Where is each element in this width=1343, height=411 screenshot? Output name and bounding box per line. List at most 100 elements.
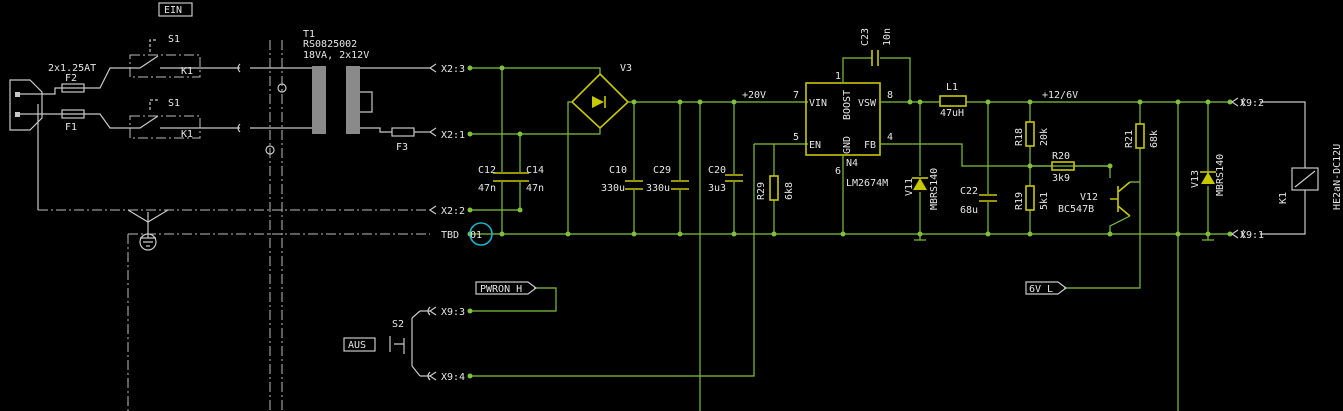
label-x9-4: X9:4: [441, 372, 465, 383]
wiring: [467, 50, 1233, 411]
label-r20-value: 3k9: [1052, 173, 1070, 184]
junction-dots: [467, 65, 1233, 379]
ein-box: [158, 2, 193, 17]
label-s2: S2: [392, 319, 404, 330]
label-r19-value: 5k1: [1039, 192, 1050, 210]
label-fuse-rating: 2x1.25AT: [48, 63, 96, 74]
label-pin-8: 8: [887, 90, 893, 101]
label-pin-vsw: VSW: [858, 98, 877, 109]
label-v11: V11: [904, 178, 915, 196]
label-pin-en: EN: [809, 140, 821, 151]
label-x2-3: X2:3: [441, 64, 465, 75]
label-s1-top: S1: [168, 34, 180, 45]
label-net-20v: +20V: [742, 90, 766, 101]
earth-ground-icon: [140, 237, 156, 247]
label-k1-relay: K1: [1278, 192, 1289, 204]
label-c29-value: 330u: [646, 183, 670, 194]
aus-box: [343, 337, 376, 352]
diode-v13: [1201, 172, 1215, 184]
label-pin-5: 5: [793, 132, 799, 143]
label-c20-value: 3u3: [708, 183, 726, 194]
6v-flag: [1025, 281, 1067, 295]
label-l1: L1: [946, 82, 958, 93]
capacitor-c10-c29: [625, 180, 689, 190]
label-f2: F2: [65, 73, 77, 84]
label-l1-value: 47uH: [940, 108, 964, 119]
label-k1-bottom: K1: [181, 129, 193, 140]
mains-section: [9, 2, 431, 411]
relay-section: [1241, 97, 1319, 239]
label-r18-value: 20k: [1039, 128, 1050, 146]
label-pin-boost: BOOST: [842, 90, 853, 120]
label-t1-part: RS0825002: [303, 39, 357, 50]
label-pin-vin: VIN: [809, 98, 827, 109]
label-f3: F3: [396, 142, 408, 153]
label-r29: R29: [756, 182, 767, 200]
labels: EIN AUS S1 S1 K1 K1 S2 2x1.25AT F2 F1 F3…: [48, 5, 1343, 383]
label-net-12v: +12/6V: [1042, 90, 1078, 101]
label-x9-3: X9:3: [441, 307, 465, 318]
label-o1: O1: [470, 230, 482, 241]
label-x2-2: X2:2: [441, 206, 465, 217]
label-pin-6: 6: [835, 166, 841, 177]
label-pin-1: 1: [835, 71, 841, 82]
label-x9-2: X9:2: [1240, 98, 1264, 109]
label-v13: V13: [1190, 170, 1201, 188]
label-pin-gnd: GND: [842, 136, 853, 154]
label-f1: F1: [65, 122, 77, 133]
label-relay-part: HE2aN-DC12U: [1332, 144, 1343, 210]
bridge-rectifier-v3: [570, 72, 630, 130]
label-r19: R19: [1014, 192, 1025, 210]
label-v11-part: MBRS140: [929, 168, 940, 210]
label-k1-top: K1: [181, 66, 193, 77]
label-c29: C29: [653, 165, 671, 176]
label-v12: V12: [1080, 192, 1098, 203]
label-c22-value: 68u: [960, 205, 978, 216]
transformer-t1: [300, 66, 430, 134]
pwron-flag: [475, 281, 537, 295]
fuse-f3: [391, 127, 415, 137]
label-t1-spec: 18VA, 2x12V: [303, 50, 369, 61]
resistor-r18: [1025, 121, 1035, 147]
iec-inlet-icon: [9, 79, 43, 131]
label-aus: AUS: [348, 340, 366, 351]
connector-arrows: [428, 63, 1239, 381]
label-c12: C12: [478, 165, 496, 176]
label-r20: R20: [1052, 151, 1070, 162]
label-c23-value: 10n: [882, 28, 893, 46]
inductor-l1: [939, 95, 967, 107]
capacitor-c22: [979, 194, 997, 202]
resistor-r21: [1135, 123, 1145, 149]
label-c12-value: 47n: [478, 183, 496, 194]
label-c23: C23: [860, 28, 871, 46]
label-x9-1: X9:1: [1240, 230, 1264, 241]
label-r21-value: 68k: [1149, 130, 1160, 148]
label-t1: T1: [303, 29, 315, 40]
label-v3: V3: [620, 63, 632, 74]
label-c10: C10: [609, 165, 627, 176]
label-c20: C20: [708, 165, 726, 176]
label-s1-bottom: S1: [168, 98, 180, 109]
label-c22: C22: [960, 186, 978, 197]
label-pin-4: 4: [887, 132, 893, 143]
label-ein: EIN: [164, 5, 182, 16]
label-r18: R18: [1014, 128, 1025, 146]
o1-highlight-circle[interactable]: [469, 222, 493, 246]
inlet-pin-bottom: [15, 112, 20, 117]
diode-v11: [913, 178, 927, 190]
transistor-v12: [1110, 181, 1131, 217]
label-pwron: PWRON_H: [480, 284, 522, 295]
label-c14-value: 47n: [526, 183, 544, 194]
capacitor-c20: [725, 174, 743, 182]
relay-coil-k1: [1291, 167, 1319, 191]
label-v12-part: BC547B: [1058, 204, 1094, 215]
label-c10-value: 330u: [601, 183, 625, 194]
resistor-r29: [769, 175, 779, 201]
label-r21: R21: [1124, 130, 1135, 148]
capacitor-c23: [871, 50, 879, 66]
label-x2-1: X2:1: [441, 130, 465, 141]
resistor-r19: [1025, 185, 1035, 211]
label-pin-7: 7: [793, 90, 799, 101]
label-r29-value: 6k8: [784, 182, 795, 200]
